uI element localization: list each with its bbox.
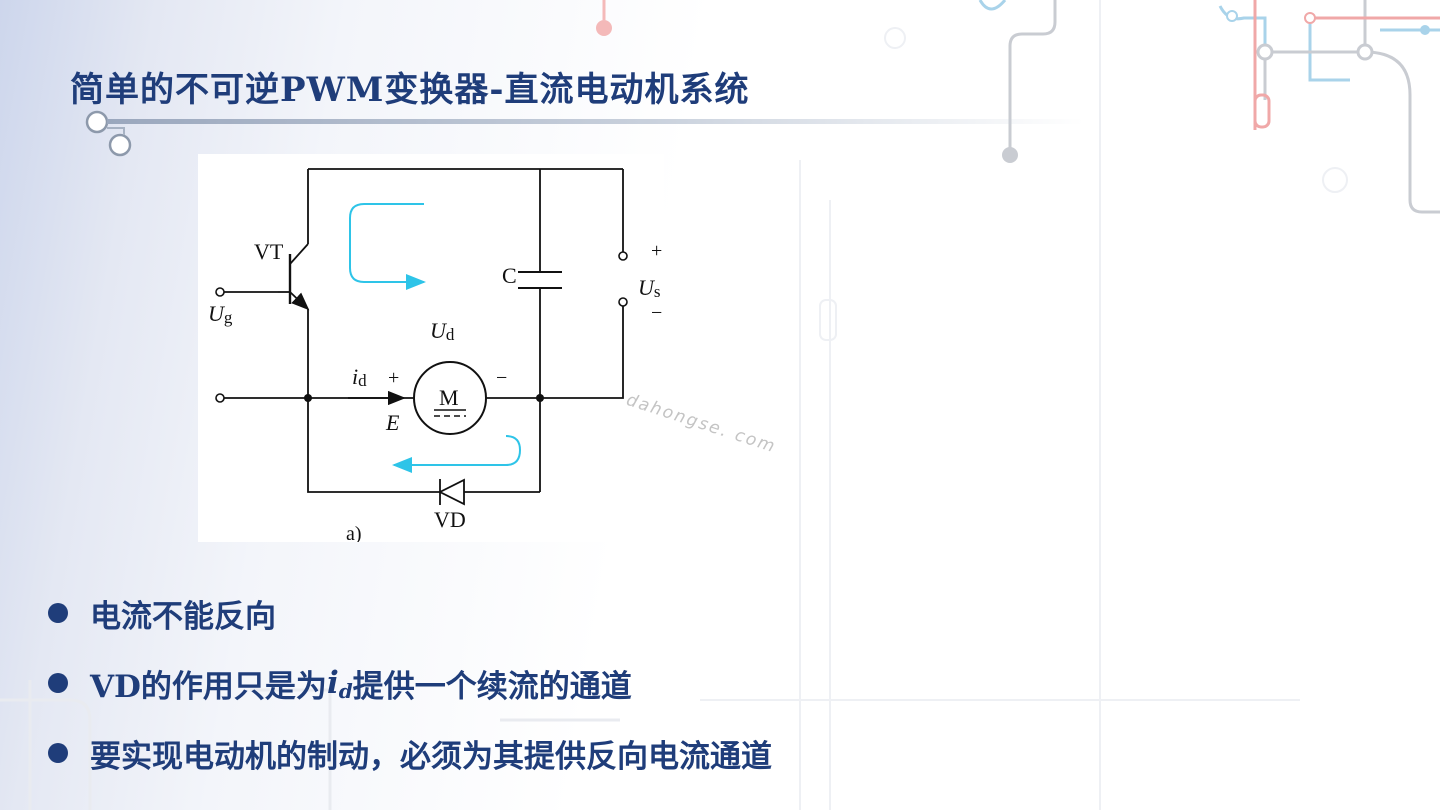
us-minus-label: − [651, 302, 662, 324]
id-label: id [352, 364, 367, 390]
circuit-wires [220, 168, 624, 493]
us-subscript: s [654, 282, 661, 301]
id-subscript: d [358, 371, 367, 390]
capacitor-label: C [502, 263, 517, 288]
transistor-vt [278, 243, 310, 311]
us-label: Us [638, 275, 661, 301]
motor-label: M [439, 385, 459, 410]
us-symbol: U [638, 275, 656, 300]
pwm-circuit-figure: VT Ug C + Us − Ud id + − M E VD a) [198, 154, 664, 542]
ud-label: Ud [430, 318, 455, 344]
bullet-item-3: 要实现电动机的制动，必须为其提供反向电流通道 [48, 718, 772, 788]
bullet-text-2-suffix: 提供一个续流的通道 [352, 668, 632, 705]
ud-subscript: d [446, 325, 455, 344]
motor-symbol [413, 361, 487, 435]
junction-node [304, 394, 312, 402]
input-terminal [215, 393, 225, 403]
motor-minus-label: − [496, 367, 507, 389]
ug-terminal [215, 287, 225, 297]
bullet-text-2-subscript: d [338, 679, 353, 703]
us-negative-terminal [618, 297, 628, 307]
vt-label: VT [254, 239, 284, 264]
bullet-text-1: 电流不能反向 [90, 598, 276, 635]
us-plus-label: + [651, 240, 662, 262]
ug-subscript: g [224, 308, 233, 327]
bullet-dot-icon [48, 673, 68, 693]
bullet-text-2-prefix: VD的作用只是为 [90, 668, 327, 705]
bullet-text-2-variable: i [326, 665, 339, 701]
ud-symbol: U [430, 318, 448, 343]
slide-title: 简单的不可逆PWM变换器-直流电动机系统 [70, 70, 750, 110]
bullet-item-1: 电流不能反向 [48, 578, 772, 648]
freewheel-current-path-bottom [392, 435, 522, 473]
pwm-circuit-diagram: VT Ug C + Us − Ud id + − M E VD a) [208, 168, 662, 542]
junction-node [536, 394, 544, 402]
bullet-dot-icon [48, 603, 68, 623]
figure-caption: a) [346, 523, 362, 542]
ug-symbol: U [208, 301, 226, 326]
us-positive-terminal [618, 251, 628, 261]
capacitor-c [518, 271, 562, 289]
motor-plus-label: + [388, 367, 399, 389]
diode-vd [437, 478, 465, 506]
vd-label: VD [434, 507, 466, 532]
id-symbol: i [352, 364, 358, 389]
title-underline-decoration [85, 110, 1084, 157]
emf-label: E [385, 410, 400, 435]
ug-label: Ug [208, 301, 233, 327]
bullet-dot-icon [48, 743, 68, 763]
bullet-text-3: 要实现电动机的制动，必须为其提供反向电流通道 [90, 738, 772, 775]
freewheel-current-path-top [349, 203, 426, 290]
